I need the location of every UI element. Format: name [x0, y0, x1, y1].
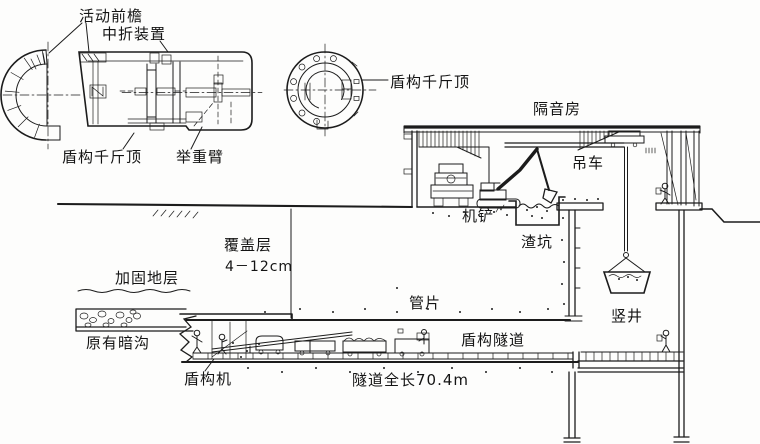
label-shovel: 机铲 [462, 207, 494, 225]
roof-hatch-left [418, 130, 480, 158]
label-articulation: 中折装置 [102, 25, 166, 43]
hoist-machine [430, 163, 474, 207]
label-crane: 吊车 [572, 154, 604, 172]
worker-figure-3 [655, 182, 671, 205]
front-eave-part [79, 52, 107, 63]
shield-roof-bar [179, 313, 293, 321]
label-reinforced-ground: 加固地层 [115, 269, 179, 287]
shield-front-view [0, 41, 81, 150]
left-platform [556, 202, 604, 211]
label-shield-tunnel: 盾构隧道 [461, 331, 525, 349]
muck-car-1 [255, 335, 284, 351]
muck-bucket [602, 271, 652, 294]
bucket [542, 188, 558, 204]
driver-figure [418, 329, 427, 345]
shield-machine-detail-view: 活动前檐 中折装置 盾构千斤顶 举重臂 [0, 7, 263, 166]
ground-surface [56, 202, 414, 209]
erector-arm-part [185, 111, 203, 123]
roof-hatch-mid [579, 130, 617, 150]
hook [623, 252, 629, 258]
shaft: 竖井 [556, 198, 760, 443]
leader-line [204, 358, 215, 372]
shaft-left-wall [568, 209, 576, 317]
crane-beam [504, 142, 625, 148]
sling [607, 257, 646, 273]
excavation-face [178, 315, 197, 363]
excavator: 机铲 [462, 147, 558, 225]
muck-car-2 [342, 340, 387, 353]
reinforced-layer-boundary [77, 289, 191, 293]
tunnel-trains [211, 328, 430, 357]
label-shaft: 竖井 [611, 307, 643, 325]
label-erector-arm: 举重臂 [176, 148, 224, 166]
tunnel: 管片 盾构隧道 隧道全长70.4m [179, 294, 580, 389]
shaft-right-wall [678, 209, 685, 438]
conveyor-belt [211, 331, 353, 354]
centerline-cross [283, 43, 377, 137]
muck-pit: 渣坑 [508, 196, 566, 251]
stray-mark [495, 204, 505, 213]
articulation-part [149, 52, 160, 64]
shield-machine-body [78, 51, 263, 131]
rubble-fill [79, 309, 141, 328]
soil-dots [232, 211, 553, 373]
centerline-cross [2, 41, 81, 150]
label-existing-culvert: 原有暗沟 [86, 334, 150, 352]
label-muck-pit: 渣坑 [521, 233, 553, 251]
worker-figure-4 [656, 329, 671, 353]
locomotive [394, 338, 430, 354]
label-cover-layer-2: 4－12cm [225, 259, 293, 275]
label-front-eave: 活动前檐 [79, 7, 143, 25]
label-shield-machine: 盾构机 [184, 370, 232, 388]
flat-car [294, 340, 336, 352]
boom [496, 147, 539, 191]
arm [535, 147, 551, 192]
cab [480, 182, 495, 192]
slab-column [563, 371, 581, 443]
soundproof-room-building: 隔音房 [403, 100, 701, 208]
label-segment: 管片 [409, 294, 441, 312]
leader-lines [48, 22, 203, 150]
label-tunnel-length: 隧道全长70.4m [352, 371, 469, 389]
label-soundproof-room: 隔音房 [533, 100, 581, 118]
shield-jack-ring-view: 盾构千斤顶 [283, 43, 470, 137]
crane-cable [624, 146, 628, 252]
right-platform [655, 202, 703, 211]
label-shield-jack-ring: 盾构千斤顶 [390, 73, 470, 91]
shaft-floor-slab [577, 360, 684, 373]
segment-row [192, 352, 574, 360]
ground-profile [56, 202, 414, 319]
underground-labels: 覆盖层 4－12cm 加固地层 原有暗沟 [86, 236, 293, 352]
left-wall [411, 130, 418, 208]
shield-machine-in-tunnel: 盾构机 [178, 315, 248, 388]
right-end-posts [666, 130, 700, 207]
ground-slope-right [699, 208, 760, 223]
crane-assembly: 吊车 [504, 130, 656, 294]
label-cover-layer-1: 覆盖层 [224, 236, 272, 254]
ring-jacks [290, 55, 360, 125]
label-shield-jack-detail: 盾构千斤顶 [62, 148, 142, 166]
existing-culvert [75, 308, 194, 332]
worker-figure-1 [191, 329, 203, 354]
